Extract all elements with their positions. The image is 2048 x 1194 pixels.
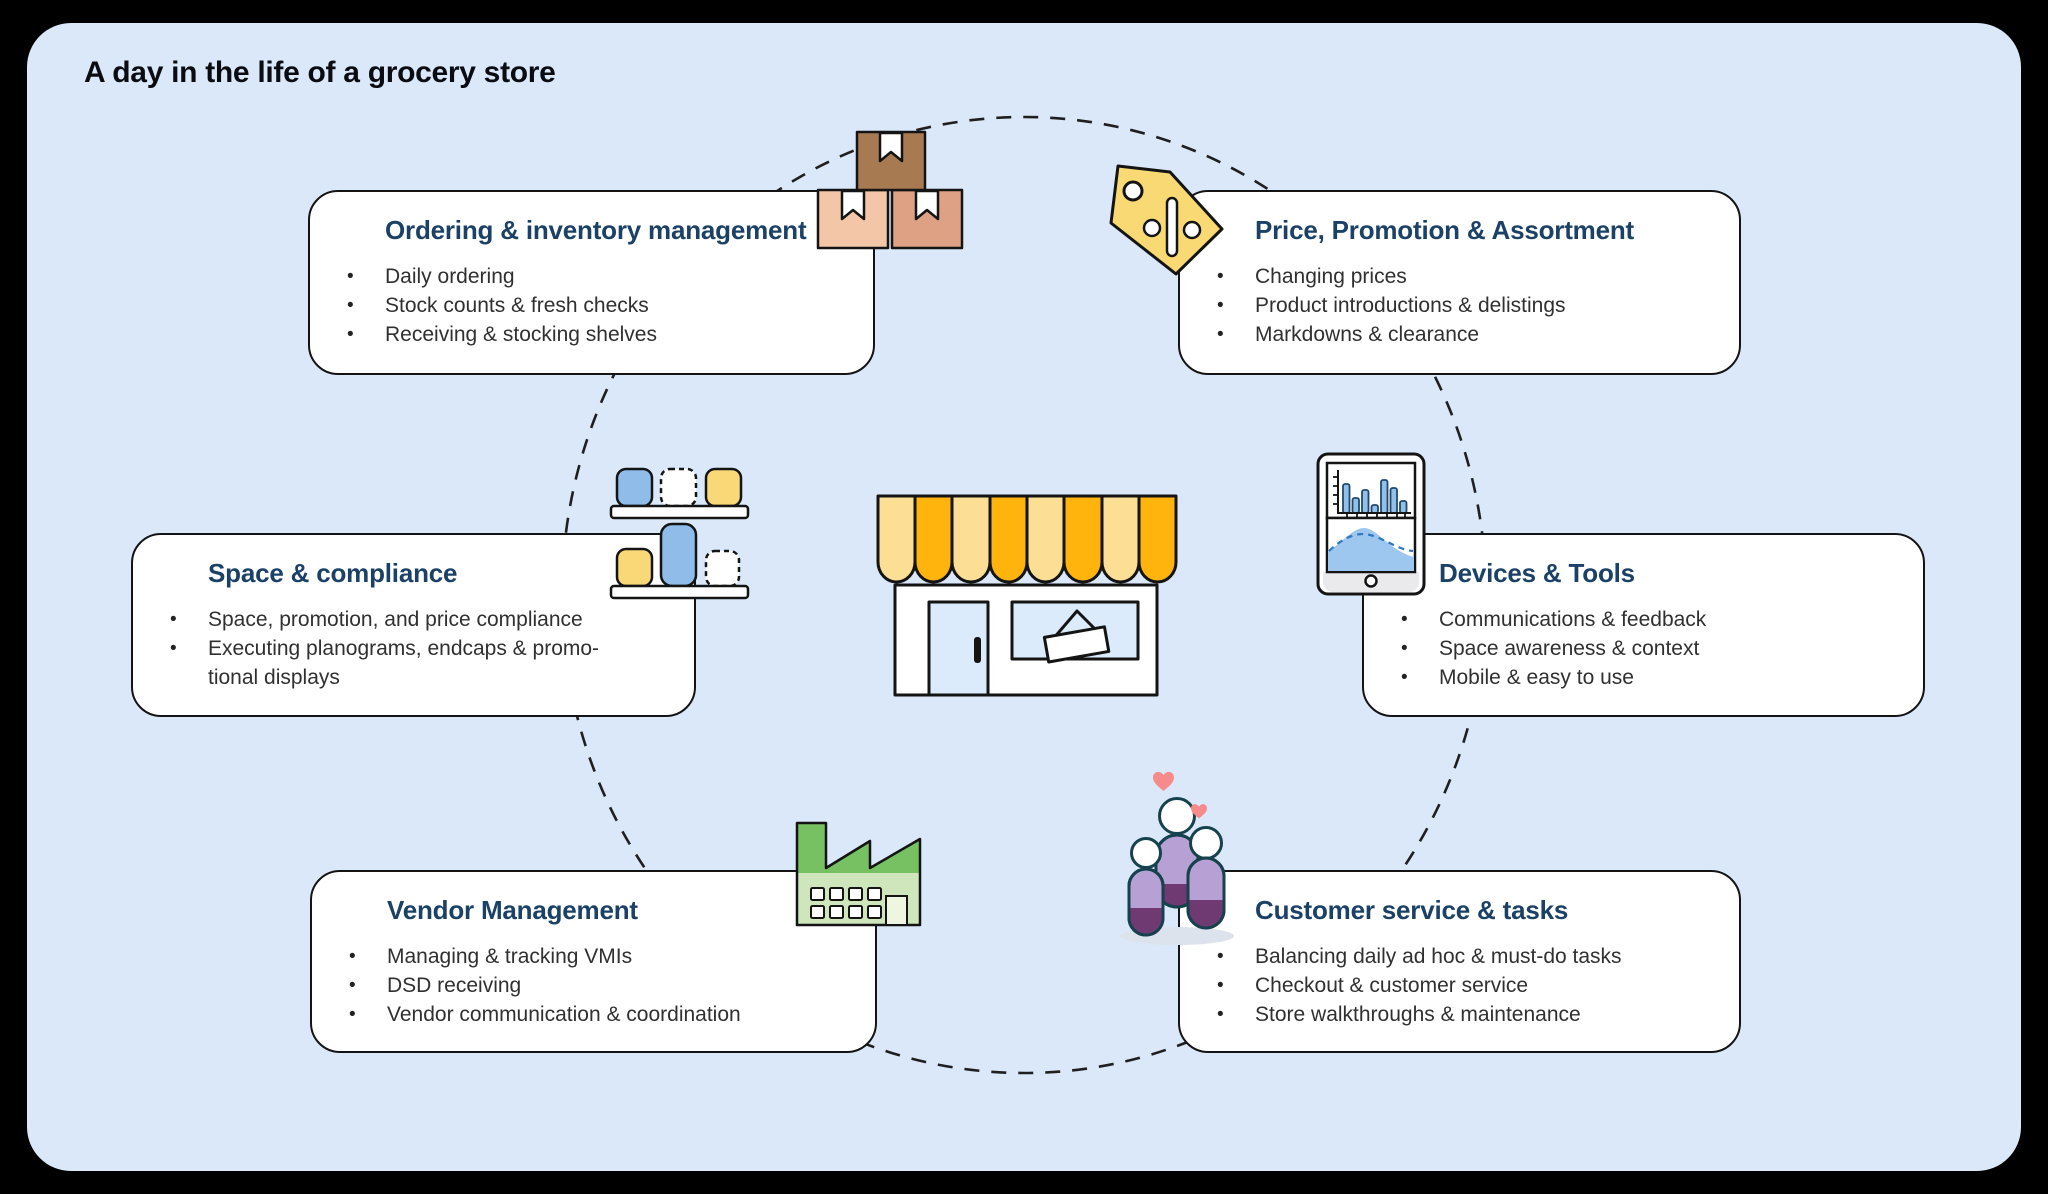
page-title: A day in the life of a grocery store [84,56,556,89]
bullet-list: Daily ordering Stock counts & fresh chec… [347,262,855,349]
bullet-item: Vendor communication & coordination [349,1000,857,1029]
bullet-list: Communications & feedback Space awarenes… [1401,605,1905,692]
bullet-item: Communications & feedback [1401,605,1905,634]
card-title: Customer service & tasks [1255,895,1569,925]
card-customer-service-tasks: Customer service & tasks Balancing daily… [1178,870,1741,1053]
bullet-list: Changing prices Product introductions & … [1217,262,1721,349]
card-title: Price, Promotion & Assortment [1255,215,1634,245]
bullet-list: Balancing daily ad hoc & must-do tasks C… [1217,942,1721,1029]
bullet-item: Executing planograms, endcaps & promo- t… [170,634,676,692]
bullet-item: Daily ordering [347,262,855,291]
bullet-item: DSD receiving [349,971,857,1000]
bullet-item: Product introductions & delistings [1217,291,1721,320]
bullet-item: Mobile & easy to use [1401,663,1905,692]
card-title: Vendor Management [387,895,638,925]
bullet-item: Space awareness & context [1401,634,1905,663]
bullet-item: Receiving & stocking shelves [347,320,855,349]
bullet-item: Managing & tracking VMIs [349,942,857,971]
card-vendor-management: Vendor Management Managing & tracking VM… [310,870,877,1053]
bullet-item: Markdowns & clearance [1217,320,1721,349]
card-ordering-inventory: Ordering & inventory management Daily or… [308,190,875,375]
card-title: Ordering & inventory management [385,215,807,245]
bullet-item: Stock counts & fresh checks [347,291,855,320]
card-devices-tools: Devices & Tools Communications & feedbac… [1362,533,1925,717]
card-title: Devices & Tools [1439,558,1635,588]
bullet-item: Store walkthroughs & maintenance [1217,1000,1721,1029]
bullet-item: Space, promotion, and price compliance [170,605,676,634]
bullet-list: Managing & tracking VMIs DSD receiving V… [349,942,857,1029]
card-space-compliance: Space & compliance Space, promotion, and… [131,533,696,717]
bullet-list: Space, promotion, and price compliance E… [170,605,676,692]
card-price-promotion-assortment: Price, Promotion & Assortment Changing p… [1178,190,1741,375]
bullet-item: Checkout & customer service [1217,971,1721,1000]
bullet-item: Balancing daily ad hoc & must-do tasks [1217,942,1721,971]
bullet-item: Changing prices [1217,262,1721,291]
card-title: Space & compliance [208,558,458,588]
